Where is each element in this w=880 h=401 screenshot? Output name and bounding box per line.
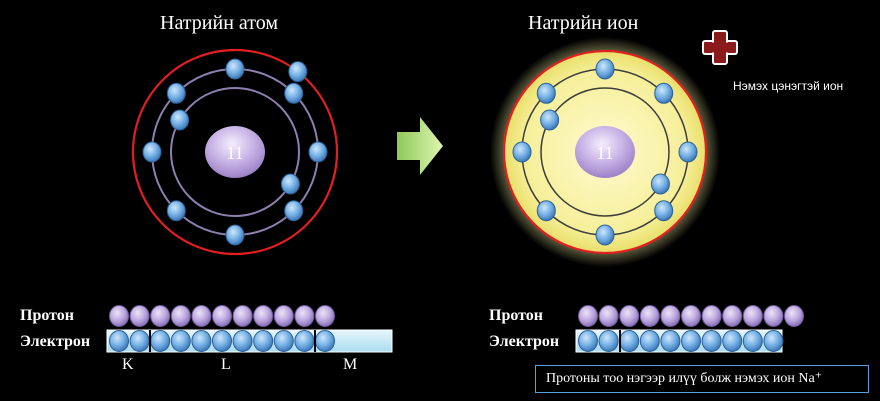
electron (253, 330, 274, 352)
electron (578, 330, 598, 352)
electron (109, 330, 129, 352)
electron (722, 330, 743, 352)
sodium-atom: 11 (131, 48, 339, 256)
electron (598, 330, 619, 352)
electron-label: Электрон (20, 333, 91, 350)
sodium-ion: 11 (490, 37, 720, 267)
electron-l-shell (654, 200, 674, 222)
proton (170, 305, 191, 327)
electron-m-shell (288, 61, 308, 83)
charge-note: Нэмэх цэнэгтэй ион (733, 79, 844, 93)
electron-l-shell (536, 82, 556, 104)
proton (578, 305, 598, 327)
shell-label-k: K (122, 356, 134, 373)
proton (253, 305, 274, 327)
electron-row (109, 330, 335, 352)
proton (232, 305, 253, 327)
proton (212, 305, 232, 327)
proton (273, 305, 294, 327)
proton (150, 305, 171, 327)
nucleus (205, 126, 265, 178)
proton (315, 305, 335, 327)
electron (273, 330, 294, 352)
electron-l-shell (536, 200, 556, 222)
proton (294, 305, 315, 327)
electron (191, 330, 212, 352)
plus-icon (702, 30, 738, 65)
electron-k-shell (280, 173, 300, 195)
proton (763, 305, 784, 327)
electron (212, 330, 232, 352)
proton (742, 305, 763, 327)
electron-l-shell (284, 200, 304, 222)
nucleus-label: 11 (596, 143, 613, 163)
proton (619, 305, 640, 327)
electron (660, 330, 681, 352)
electron-l-shell (225, 58, 245, 80)
electron-l-shell (512, 141, 532, 163)
proton (109, 305, 129, 327)
ion-title: Натрийн ион (528, 12, 639, 34)
info-box: Протоны тоо нэгээр илүү болж нэмэх ион N… (535, 365, 869, 393)
electron (701, 330, 722, 352)
electron (294, 330, 315, 352)
electron-k-shell (650, 173, 670, 195)
shell-label-l: L (221, 356, 231, 373)
proton-row (578, 305, 804, 327)
electron-l-shell (678, 141, 698, 163)
proton (681, 305, 701, 327)
electron (742, 330, 763, 352)
proton (660, 305, 681, 327)
proton (701, 305, 722, 327)
electron-l-shell (166, 200, 186, 222)
electron (619, 330, 640, 352)
electron-label: Электрон (489, 333, 560, 350)
electron-l-shell (654, 82, 674, 104)
outer-shell-ring (131, 48, 339, 256)
proton (598, 305, 619, 327)
electron-l-shell (225, 224, 245, 246)
proton-label: Протон (20, 307, 74, 324)
k-shell-orbit (170, 87, 300, 217)
proton-label: Протон (489, 307, 543, 324)
proton (639, 305, 660, 327)
nucleus (575, 126, 635, 178)
electron (150, 330, 171, 352)
electron (170, 330, 191, 352)
electron (129, 330, 150, 352)
electron-l-shell (595, 58, 615, 80)
electron (232, 330, 253, 352)
electron (681, 330, 701, 352)
shell-label-m: M (343, 356, 358, 373)
k-shell-orbit (540, 87, 670, 217)
electron-l-shell (595, 224, 615, 246)
electron-l-shell (284, 82, 304, 104)
transition-arrow (397, 117, 443, 175)
proton (722, 305, 743, 327)
atom-title: Натрийн атом (160, 12, 279, 34)
electron (763, 330, 784, 352)
electron-l-shell (308, 141, 328, 163)
proton (129, 305, 150, 327)
electron (315, 330, 335, 352)
proton-row (109, 305, 335, 327)
proton (191, 305, 212, 327)
nucleus-label: 11 (226, 143, 243, 163)
electron-row (578, 330, 784, 352)
proton (784, 305, 804, 327)
electron-k-shell (540, 109, 560, 131)
electron-l-shell (142, 141, 162, 163)
electron-k-shell (170, 109, 190, 131)
electron-l-shell (166, 82, 186, 104)
electron (639, 330, 660, 352)
